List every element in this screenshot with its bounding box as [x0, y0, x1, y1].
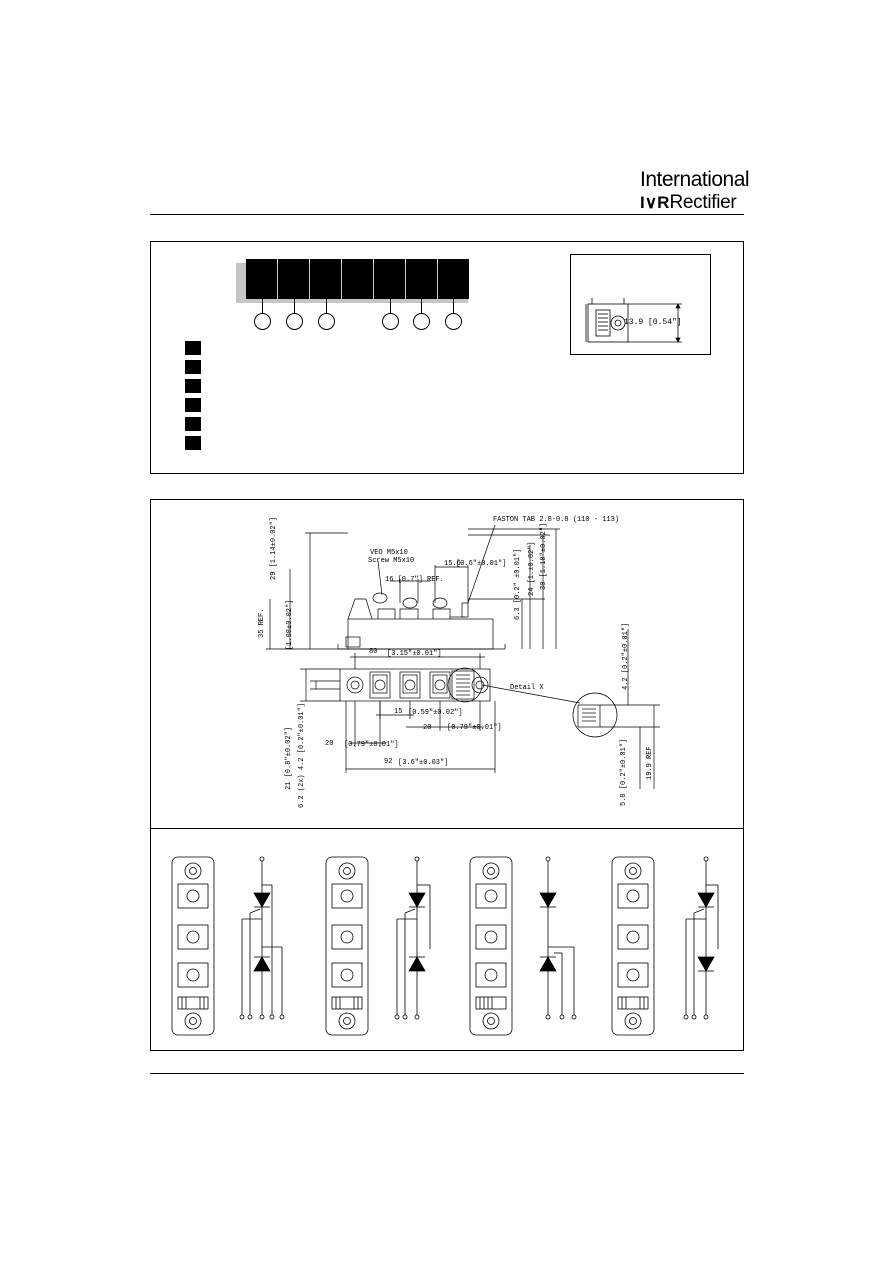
- callout-circle: [286, 313, 303, 330]
- legend-marker: [185, 360, 201, 374]
- dim-15-in: [0.59"±0.02"]: [408, 709, 463, 717]
- dim-20-a-in: [0.79"±0.01"]: [447, 724, 502, 732]
- dim-30-value: 30: [540, 581, 548, 590]
- dim-5-8-value: 5.8: [620, 793, 628, 806]
- dim-4-2: 4.2 [0.2"±0.01"]: [622, 623, 630, 690]
- callout-circle: [254, 313, 271, 330]
- ordering-panel: [150, 241, 744, 474]
- dim-24: 24 [1.±0.02"]: [528, 541, 536, 596]
- schematic-4: [683, 856, 719, 1020]
- legend-marker: [185, 379, 201, 393]
- circuit-configurations: [171, 856, 719, 1036]
- code-cell: [278, 259, 309, 299]
- dim-15-6: 15.6: [444, 560, 461, 568]
- dim-6-2: 6.2 (2x) 4.2 [0.2"±0.01"]: [298, 703, 306, 808]
- dim-21-value: 21: [285, 781, 293, 790]
- schematic-3: [539, 856, 577, 1020]
- legend-marker: [185, 341, 201, 355]
- screw-label-2: Screw M5x10: [368, 557, 415, 565]
- logo-rectifier: I∨RRectifier: [640, 192, 737, 214]
- dim-19-9-ref: 19.9 REF: [646, 746, 654, 780]
- ior-logo-mark: I∨R: [640, 193, 670, 212]
- faston-label: FASTON TAB 2.8-0.8 (110 - 113): [493, 516, 620, 524]
- dim-4-2-in: [0.2"±0.01"]: [622, 622, 630, 674]
- module-4: [611, 856, 655, 1036]
- module-2: [325, 856, 369, 1036]
- terminal-detail-drawing: [585, 298, 682, 343]
- dim-side-in: [0.2" ±0.01"]: [514, 548, 522, 604]
- dim-6-2-value: 6.2: [298, 795, 306, 808]
- dim-30: 30 [1.18"±0.02"]: [540, 523, 548, 590]
- dim-2x: (2x) 4.2: [298, 757, 306, 792]
- panel-divider: [150, 828, 744, 829]
- code-cell: [374, 259, 405, 299]
- callout-line: [262, 299, 263, 313]
- outline-panel: [150, 499, 744, 1051]
- code-cell: [438, 259, 469, 299]
- dim-35-ref: 35 REF.: [258, 608, 266, 638]
- callout-line: [421, 299, 422, 313]
- logo-international: International: [640, 168, 750, 191]
- callout-line: [326, 299, 327, 313]
- dim-20-b: 20: [325, 740, 334, 748]
- dim-21-in: [0.8"±0.02"]: [285, 726, 293, 778]
- callout-line: [294, 299, 295, 313]
- callout-circle: [445, 313, 462, 330]
- dim-92-in: [3.6"±0.03"]: [398, 759, 449, 767]
- legend-marker: [185, 436, 201, 450]
- screw-label-1: VEO M5x10: [370, 549, 408, 557]
- code-cell: [310, 259, 341, 299]
- callout-circle: [413, 313, 430, 330]
- code-cell: [246, 259, 277, 299]
- dim-24-value: 24: [528, 587, 536, 596]
- schematic-1: [239, 856, 285, 1020]
- outline-drawing: [266, 524, 660, 789]
- module-1: [171, 856, 215, 1036]
- dim-29: 29 [1.14±0.02"]: [270, 517, 278, 580]
- dim-2x-in: [0.2"±0.01"]: [298, 702, 306, 754]
- legend-marker: [185, 417, 201, 431]
- dim-24-in: [1.±0.02"]: [528, 541, 536, 584]
- dim-20-b-in: [0.79"±0.01"]: [344, 741, 399, 749]
- header-rule: [150, 214, 744, 215]
- footer-rule: [150, 1073, 744, 1074]
- dim-29-value: 29: [270, 571, 278, 580]
- callout-circle: [318, 313, 335, 330]
- code-cell: [406, 259, 437, 299]
- dim-5-8: 5.8 [0.2"±0.01"]: [620, 739, 628, 806]
- dim-92: 92: [384, 758, 393, 766]
- part-number-code-block: [236, 259, 472, 303]
- terminal-dimension-label: 13.9 [0.54"]: [624, 318, 682, 327]
- dim-5-8-in: [0.2"±0.01"]: [620, 738, 628, 790]
- dim-20-a: 20: [423, 724, 432, 732]
- dim-21: 21 [0.8"±0.02"]: [285, 727, 293, 790]
- callout-circle: [382, 313, 399, 330]
- terminal-detail-box: [570, 254, 711, 355]
- dim-pitch-ref: 16 [0.7"] REF.: [385, 576, 444, 584]
- module-3: [469, 856, 513, 1036]
- logo-rectifier-text: Rectifier: [669, 192, 737, 213]
- dim-15: 15: [394, 708, 403, 716]
- dim-side-left: [1.08±0.02"]: [286, 599, 294, 650]
- dim-30-in: [1.18"±0.02"]: [540, 522, 548, 578]
- callout-line: [453, 299, 454, 313]
- dim-6-3: 6.3 [0.2" ±0.01"]: [514, 549, 522, 620]
- legend-marker: [185, 398, 201, 412]
- dim-29-in: [1.14±0.02"]: [270, 516, 278, 568]
- callout-line: [390, 299, 391, 313]
- code-cell: [342, 259, 373, 299]
- dim-80-in: [3.15"±0.01"]: [387, 650, 442, 658]
- dim-80: 80: [369, 648, 378, 656]
- schematic-2: [394, 856, 431, 1020]
- dim-15-6-in: [0.6"±0.01"]: [456, 560, 507, 568]
- detail-label: Detail X: [510, 684, 544, 692]
- dim-4-2-value: 4.2: [622, 677, 630, 690]
- dim-6-3-value: 6.3: [514, 607, 522, 620]
